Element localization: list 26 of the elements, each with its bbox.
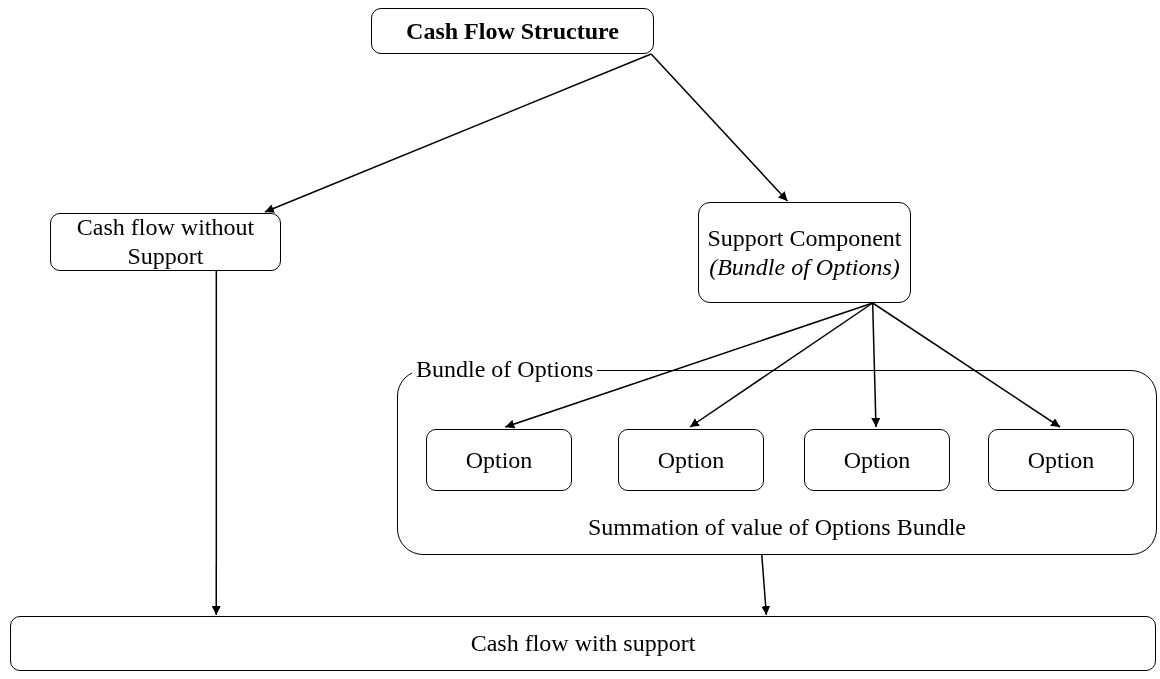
box-text: Cash flow without Support <box>75 213 256 271</box>
box-text: Option <box>657 445 725 475</box>
process-box <box>371 8 654 54</box>
box-text: Option <box>843 445 911 475</box>
box-text: Option <box>1027 445 1095 475</box>
box-text: Cash Flow Structure <box>406 16 619 46</box>
arrow <box>504 302 874 429</box>
process-box <box>618 429 764 491</box>
process-box <box>698 202 911 303</box>
arrow <box>264 53 652 213</box>
arrow <box>689 302 874 428</box>
process-box <box>804 429 950 491</box>
process-box <box>50 213 281 271</box>
arrow <box>871 302 881 428</box>
process-box <box>10 616 1156 671</box>
box-text: Cash flow with support <box>470 629 696 658</box>
process-box <box>426 429 572 491</box>
box-text: Option <box>465 445 533 475</box>
arrow <box>761 554 771 616</box>
box-text: Support Component <box>707 223 902 253</box>
group-caption: Summation of value of Options Bundle <box>588 513 966 542</box>
arrow <box>871 302 1061 428</box>
arrow <box>211 270 221 616</box>
process-box <box>988 429 1134 491</box>
arrow <box>650 53 789 202</box>
box-text: (Bundle of Options) <box>709 252 900 282</box>
